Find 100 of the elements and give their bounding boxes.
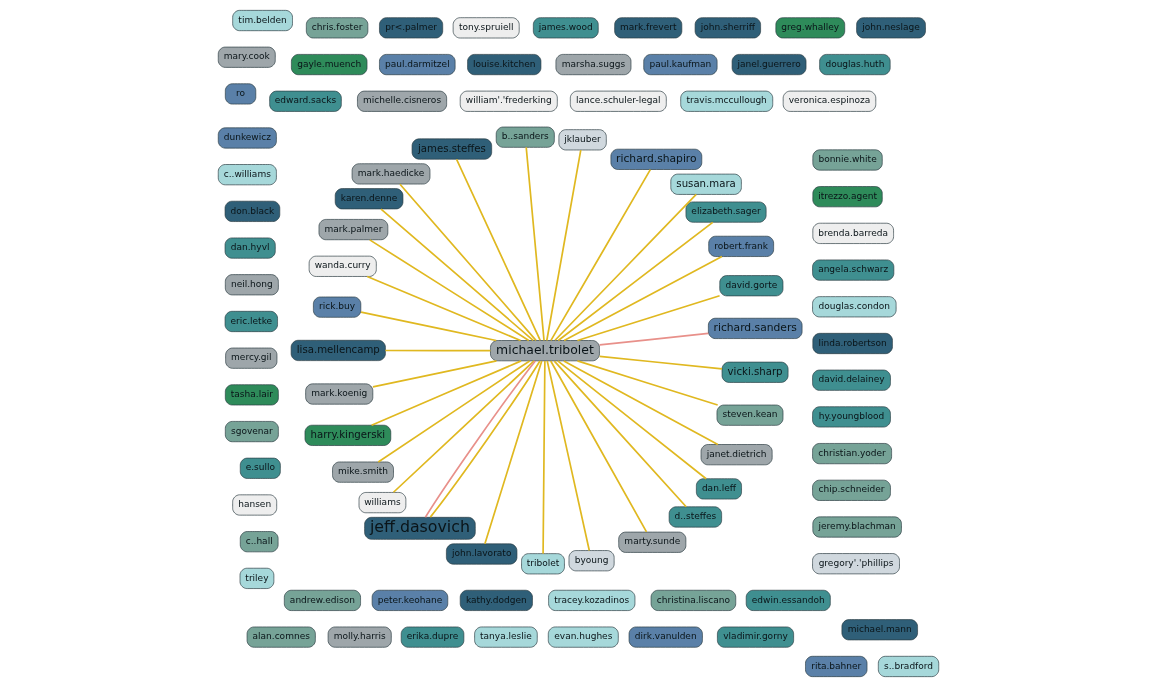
node-box: john.sherriff — [694, 17, 761, 39]
node-box: veronica.espinoza — [782, 90, 876, 112]
node-box: neil.hong — [224, 274, 279, 296]
node-box: evan.hughes — [547, 626, 619, 648]
node-box: pr<.palmer — [378, 17, 443, 39]
node-box: harry.kingerski — [304, 424, 391, 446]
node-box: richard.sanders — [707, 317, 802, 339]
node-box: marsha.suggs — [555, 54, 631, 76]
connector — [549, 168, 651, 342]
node-box: b..sanders — [495, 126, 555, 148]
node-box: jeremy.blachman — [812, 516, 902, 538]
node-box: gregory'.'phillips — [811, 553, 900, 575]
node-box: susan.mara — [669, 173, 742, 195]
connector — [556, 360, 707, 480]
node-box: robert.frank — [707, 235, 774, 257]
node-box: chip.schneider — [811, 479, 891, 501]
node-box: hansen — [231, 494, 277, 516]
node-box: marty.sunde — [617, 531, 686, 553]
connector — [576, 294, 720, 342]
node-box: elizabeth.sager — [685, 201, 766, 223]
connector — [562, 255, 723, 342]
node-box: michael.tribolet — [489, 340, 600, 362]
node-box: douglas.condon — [811, 296, 896, 318]
node-box: karen.denne — [334, 188, 403, 210]
node-box: tracey.kozadinos — [547, 589, 635, 611]
node-box: jklauber — [558, 129, 607, 151]
node-box: byoung — [568, 550, 614, 572]
connector — [376, 360, 530, 463]
node-box: hy.youngblood — [811, 406, 891, 428]
node-box: dan.hyvl — [224, 237, 276, 259]
node-box: bonnie.white — [812, 149, 883, 171]
node-box: mary.cook — [217, 46, 276, 68]
node-box: e.sullo — [239, 457, 281, 479]
node-box: michelle.cisneros — [356, 90, 447, 112]
node-box: dan.leff — [695, 478, 742, 500]
connector — [541, 360, 546, 555]
node-box: rick.buy — [312, 296, 361, 318]
node-box: tanya.leslie — [473, 626, 538, 648]
node-box: mercy.gil — [224, 347, 277, 369]
node-box: william'.'frederking — [459, 90, 558, 112]
node-box: alan.comnes — [246, 626, 316, 648]
connector — [545, 149, 582, 342]
connector — [371, 360, 497, 388]
node-box: triley — [239, 567, 274, 589]
node-box: christian.yoder — [811, 443, 892, 465]
node-box: gayle.muench — [290, 54, 367, 76]
node-box: paul.kaufman — [642, 54, 717, 76]
node-box: mark.koenig — [304, 383, 373, 405]
node-box: tim.belden — [231, 10, 293, 32]
node-box: angela.schwarz — [811, 259, 894, 281]
node-box: david.delainey — [811, 369, 891, 391]
connector — [553, 193, 697, 342]
connector — [549, 360, 647, 533]
node-box: travis.mccullough — [679, 90, 773, 112]
connector — [365, 275, 521, 342]
connector — [359, 311, 497, 342]
node-box: michael.mann — [841, 619, 918, 641]
node-box: dunkewicz — [217, 127, 277, 149]
connector — [545, 360, 590, 552]
node-box: douglas.huth — [818, 54, 890, 76]
node-box: c..williams — [217, 164, 277, 186]
node-box: lisa.mellencamp — [290, 339, 386, 361]
node-box: dirk.vanulden — [628, 626, 703, 648]
node-box: james.steffes — [411, 138, 492, 160]
connector — [370, 360, 522, 427]
node-box: edwin.essandoh — [745, 589, 831, 611]
node-box: linda.robertson — [812, 333, 893, 354]
node-box: edward.sacks — [268, 90, 342, 112]
connector — [455, 158, 541, 342]
node-box: steven.kean — [716, 404, 783, 426]
connector — [524, 146, 545, 342]
connector — [483, 360, 543, 545]
connector — [598, 332, 709, 346]
node-box: tribolet — [520, 553, 565, 575]
connector — [553, 360, 687, 508]
connector — [576, 360, 718, 406]
node-box: janel.guerrero — [731, 54, 806, 76]
node-box: christina.liscano — [650, 589, 736, 611]
node-box: don.black — [224, 200, 280, 222]
node-box: louise.kitchen — [466, 54, 541, 76]
connector — [556, 221, 714, 342]
node-box: rita.bahner — [804, 655, 867, 677]
node-box: jeff.dasovich — [363, 516, 476, 540]
node-box: kathy.dodgen — [459, 589, 533, 611]
node-box: richard.shapiro — [610, 148, 702, 170]
node-box: mark.haedicke — [351, 163, 430, 185]
connector — [398, 183, 537, 342]
node-box: molly.harris — [327, 626, 392, 648]
node-box: vicki.sharp — [721, 361, 788, 383]
node-box: tasha.lair — [224, 384, 279, 406]
node-box: tony.spruiell — [452, 17, 520, 39]
node-box: sgovenar — [224, 421, 279, 443]
connector — [562, 360, 719, 446]
connector — [598, 355, 723, 370]
node-box: janet.dietrich — [700, 444, 772, 466]
connector — [384, 349, 491, 352]
connector — [379, 208, 534, 342]
node-box: peter.keohane — [371, 589, 448, 611]
node-box: brenda.barreda — [812, 222, 894, 244]
node-box: mike.smith — [331, 461, 394, 483]
